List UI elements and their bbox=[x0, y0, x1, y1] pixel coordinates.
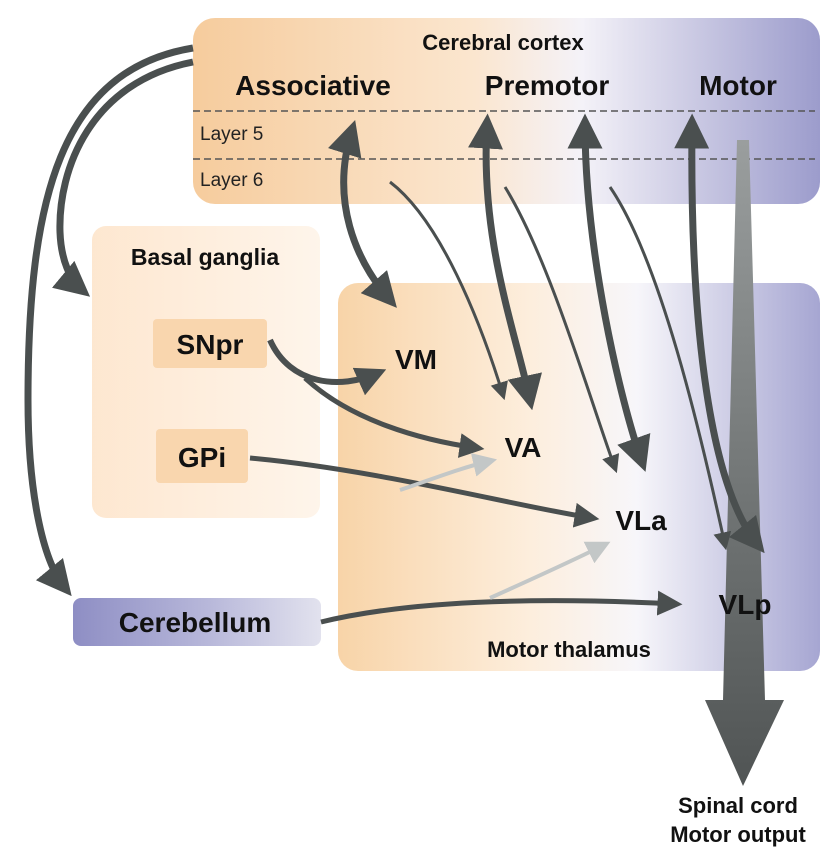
associative-vm-arrow bbox=[327, 119, 397, 308]
cortex-to-basal-ganglia-arrow bbox=[51, 58, 194, 297]
nucleus-vlp: VLp bbox=[719, 589, 772, 620]
basal-ganglia-region bbox=[92, 226, 320, 518]
gpi-to-va-light-arrow bbox=[399, 453, 498, 492]
layer5-label: Layer 5 bbox=[200, 124, 263, 145]
premotor-va-arrow bbox=[468, 113, 542, 411]
basal-ganglia-title: Basal ganglia bbox=[131, 244, 279, 270]
cerebellum-to-vlp-arrow bbox=[320, 590, 683, 625]
cerebellum-to-vla-light-arrow bbox=[489, 541, 611, 600]
gpi-box bbox=[156, 429, 248, 483]
output-line2: Motor output bbox=[670, 822, 806, 847]
cerebellum-box bbox=[73, 598, 321, 646]
motor-vlp-arrow bbox=[674, 113, 765, 554]
snpr-box bbox=[153, 319, 267, 368]
nucleus-vla: VLa bbox=[615, 505, 667, 536]
premotor-vla-arrow bbox=[567, 113, 651, 472]
layer6-to-vla-arrow bbox=[503, 186, 620, 474]
cortex-area-motor: Motor bbox=[699, 70, 777, 101]
snpr-to-va-arrow bbox=[303, 376, 485, 458]
layer6-to-va-arrow bbox=[389, 180, 508, 401]
nucleus-va: VA bbox=[505, 432, 542, 463]
snpr-label: SNpr bbox=[177, 329, 244, 360]
gpi-to-vla-arrow bbox=[249, 455, 600, 528]
cortex-area-premotor: Premotor bbox=[485, 70, 610, 101]
layer6-to-vlp-arrow bbox=[608, 186, 732, 551]
cortex-title: Cerebral cortex bbox=[422, 30, 584, 55]
nucleus-vm: VM bbox=[395, 344, 437, 375]
layer6-label: Layer 6 bbox=[200, 170, 263, 191]
cortex-area-associative: Associative bbox=[235, 70, 391, 101]
cerebellum-label: Cerebellum bbox=[119, 607, 272, 638]
thalamus-title: Motor thalamus bbox=[487, 637, 651, 662]
output-line1: Spinal cord bbox=[678, 793, 798, 818]
snpr-to-vm-arrow bbox=[267, 338, 387, 396]
cortex-to-cerebellum-arrow bbox=[24, 44, 194, 597]
gpi-label: GPi bbox=[178, 442, 226, 473]
